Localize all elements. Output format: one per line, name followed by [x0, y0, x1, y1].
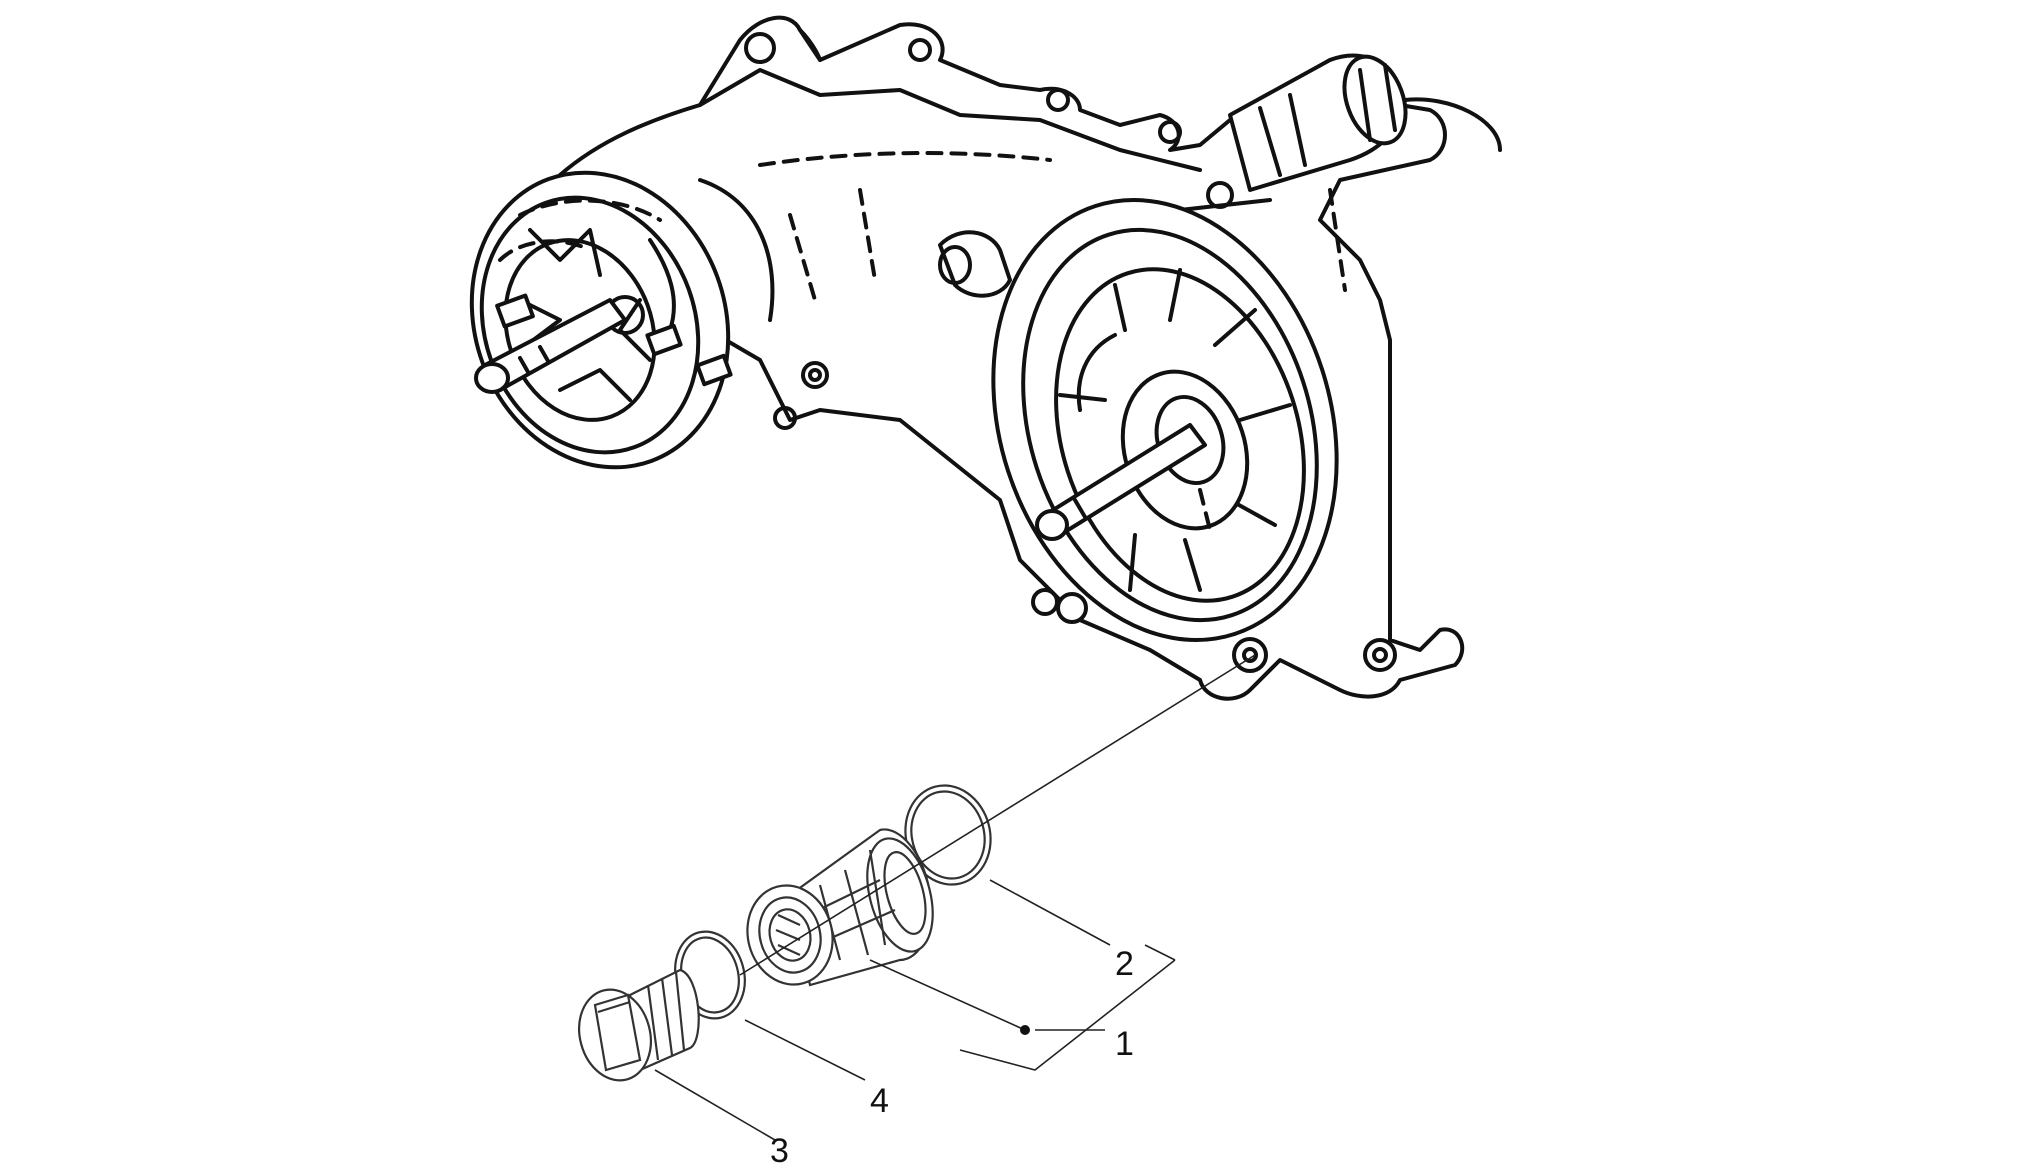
- engine-crankcase: [469, 15, 1502, 701]
- callout-2: 2: [1115, 945, 1134, 983]
- variator-drum: [469, 170, 733, 470]
- leader-line-4: [744, 1019, 866, 1081]
- filter-assembly: [578, 654, 1256, 1141]
- leader-line-2: [989, 879, 1111, 946]
- mesh-filter: [746, 828, 934, 987]
- starter-motor: [1228, 53, 1502, 192]
- leader-line-1: [869, 959, 1026, 1031]
- leader-dot: [1020, 1025, 1030, 1035]
- callout-4: 4: [870, 1082, 889, 1120]
- leader-line-top: [739, 654, 1256, 976]
- callout-1: 1: [1115, 1025, 1134, 1063]
- fan-housing: [991, 198, 1339, 673]
- callout-3: 3: [770, 1132, 789, 1167]
- drain-plug: [578, 968, 700, 1082]
- group-bracket: [959, 944, 1176, 1071]
- leader-line-3: [654, 1069, 776, 1141]
